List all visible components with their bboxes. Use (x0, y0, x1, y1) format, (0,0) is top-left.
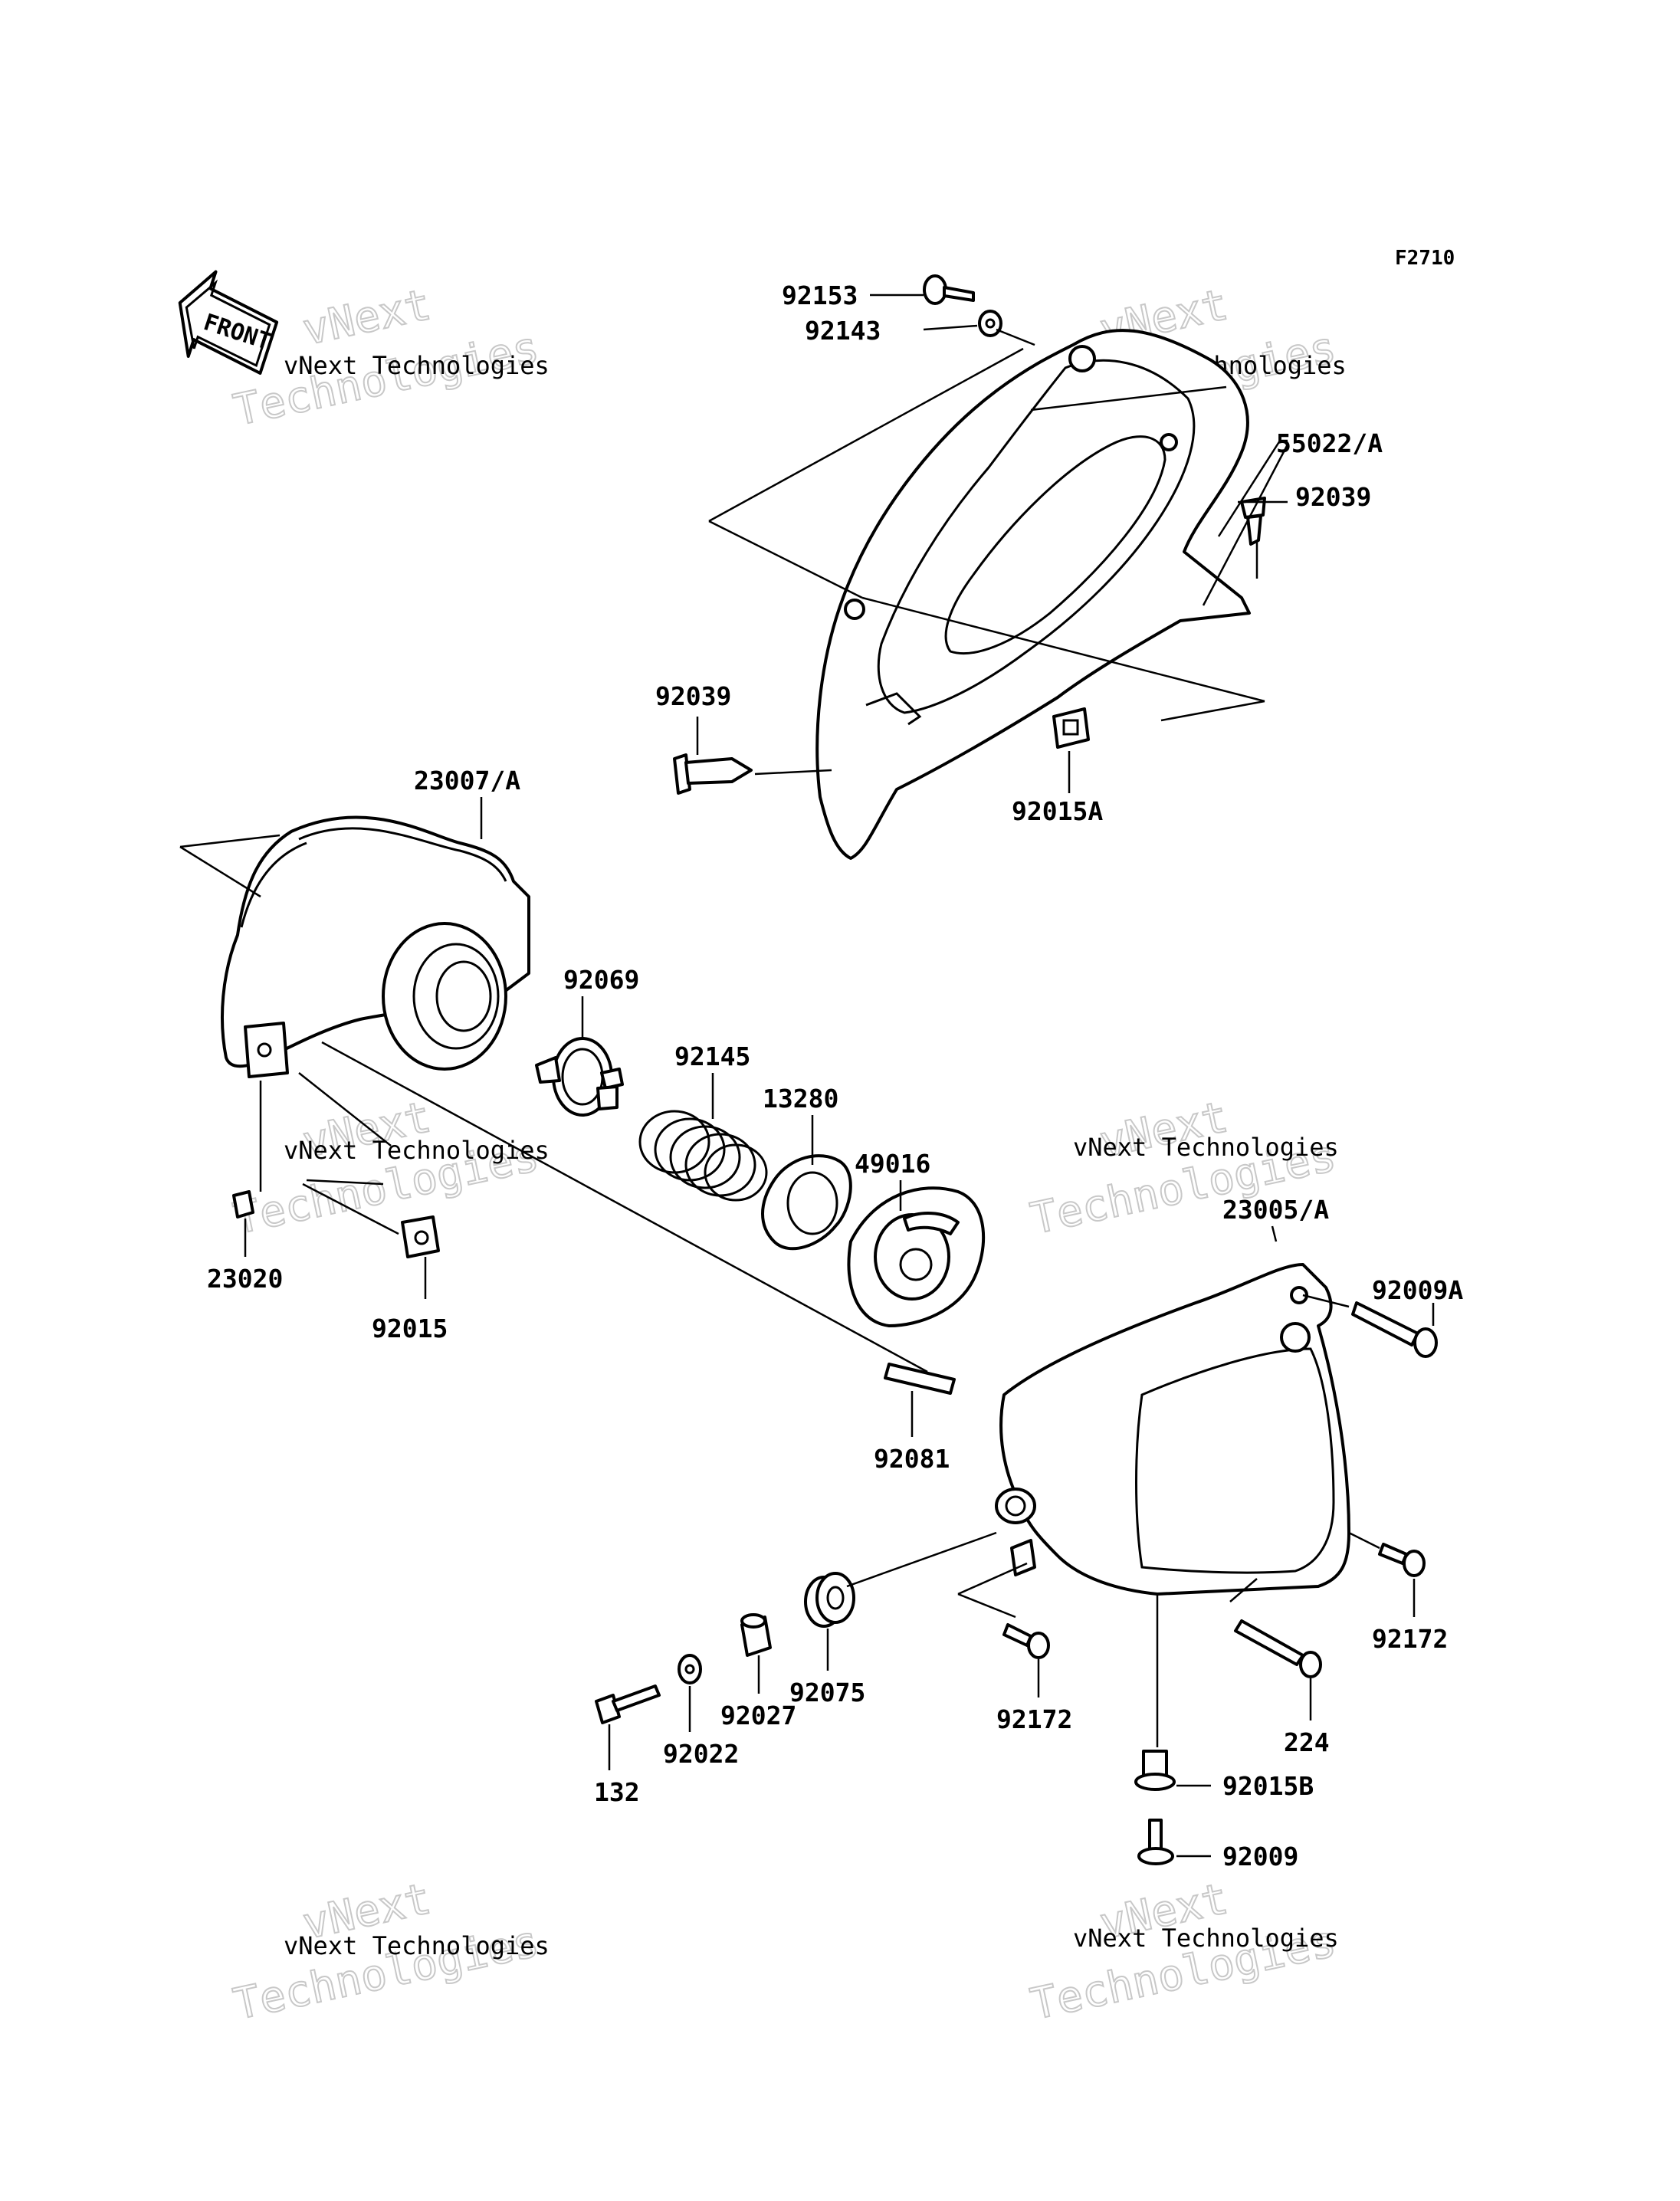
label-49016: 49016 (855, 1149, 930, 1179)
svg-text:vNext Technologies: vNext Technologies (284, 1136, 550, 1165)
watermark-mid-left: vNext Technologies vNext Technologies (228, 1091, 550, 1245)
label-92075: 92075 (789, 1678, 865, 1707)
headlight-unit-part (221, 815, 530, 1078)
washer-92143 (978, 310, 1002, 337)
svg-text:vNext Technologies: vNext Technologies (1073, 1924, 1339, 1953)
label-92009A: 92009A (1372, 1275, 1463, 1305)
part-23020 (232, 1190, 254, 1219)
front-arrow-icon: FRONT (178, 270, 279, 376)
watermark-bottom-right: vNext Technologies vNext Technologies (1025, 1873, 1340, 2031)
svg-text:vNext Technologies: vNext Technologies (1073, 1133, 1339, 1162)
part-labels: 92153 92143 55022/A 92039 92039 92015A 2… (207, 280, 1463, 1871)
label-13280: 13280 (763, 1084, 838, 1114)
svg-text:vNext Technologies: vNext Technologies (284, 1931, 550, 1960)
clip-92039-left (673, 753, 753, 795)
bushing-92015B (1134, 1750, 1176, 1791)
bolt-92153 (923, 274, 975, 305)
label-23020: 23020 (207, 1264, 283, 1294)
label-92009: 92009 (1222, 1842, 1298, 1871)
svg-text:vNext: vNext (298, 280, 435, 356)
socket-cover-part (847, 1186, 986, 1327)
screw-92009A (1351, 1301, 1438, 1358)
washer-92022 (678, 1654, 702, 1684)
label-23005A: 23005/A (1222, 1195, 1329, 1225)
label-92039-left: 92039 (655, 681, 731, 711)
screw-92081 (884, 1363, 956, 1395)
label-23007A: 23007/A (414, 766, 520, 795)
label-55022A: 55022/A (1276, 428, 1383, 458)
screw-224 (1234, 1619, 1322, 1678)
label-92172-right: 92172 (1372, 1624, 1448, 1654)
label-224: 224 (1284, 1727, 1330, 1757)
screw-92009 (1137, 1819, 1174, 1865)
collar-92027 (740, 1613, 772, 1657)
label-92015B: 92015B (1222, 1771, 1314, 1801)
ring-part (761, 1154, 852, 1251)
watermark-top-left: vNext Technologies vNext Technologies (228, 279, 550, 437)
spring-part (638, 1110, 768, 1202)
label-92015: 92015 (372, 1314, 448, 1343)
lower-housing-part (995, 1263, 1350, 1596)
screw-92172-right (1378, 1543, 1426, 1577)
label-92145: 92145 (674, 1041, 750, 1071)
grommet-92075 (804, 1572, 855, 1628)
label-132: 132 (594, 1777, 640, 1807)
label-92069: 92069 (563, 965, 639, 995)
diagram-code: F2710 (1395, 247, 1455, 270)
clip-92039-top (1240, 497, 1266, 546)
label-92039-top: 92039 (1295, 482, 1371, 512)
label-92027: 92027 (720, 1701, 796, 1730)
label-92153: 92153 (782, 280, 858, 310)
label-92081: 92081 (874, 1444, 950, 1474)
label-92015A: 92015A (1012, 796, 1103, 826)
screw-92172-mid (1002, 1623, 1050, 1659)
bolt-132 (595, 1684, 661, 1724)
part-92015 (401, 1215, 440, 1258)
svg-text:vNext Technologies: vNext Technologies (284, 351, 550, 380)
bulb-part (535, 1037, 624, 1117)
leader-lines (179, 294, 1435, 1858)
cowl-part (815, 329, 1251, 860)
label-92143: 92143 (805, 316, 881, 346)
label-92172-mid: 92172 (996, 1704, 1072, 1734)
nut-92015A (1052, 707, 1090, 749)
watermark-bottom-left: vNext Technologies vNext Technologies (228, 1873, 550, 2031)
label-92022: 92022 (663, 1739, 739, 1769)
